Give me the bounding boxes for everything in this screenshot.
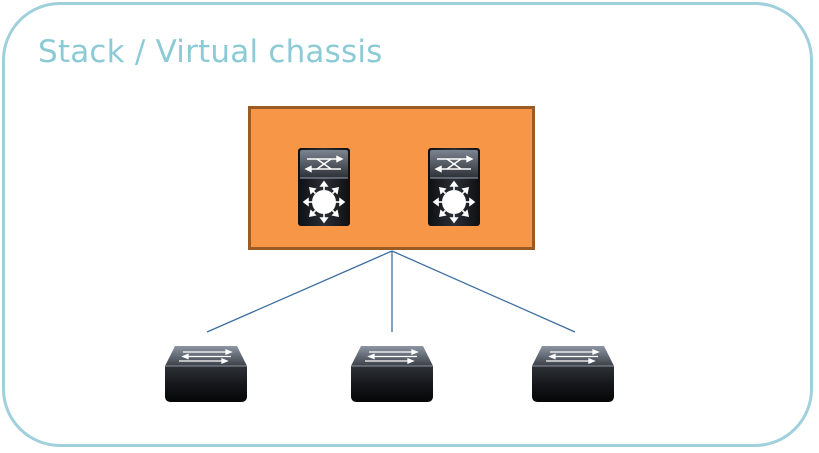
workgroup-switch-icon bbox=[531, 345, 615, 403]
diagram-title: Stack / Virtual chassis bbox=[38, 34, 383, 70]
workgroup-switch-icon bbox=[350, 345, 434, 403]
uplink-line-1 bbox=[206, 250, 393, 333]
layer3-switch-icon bbox=[297, 147, 351, 227]
layer3-switch-icon bbox=[427, 147, 481, 227]
workgroup-switch-icon bbox=[164, 345, 248, 403]
virtual-chassis-box bbox=[248, 106, 535, 250]
uplink-line-3 bbox=[391, 250, 576, 333]
uplink-lines bbox=[206, 250, 576, 333]
